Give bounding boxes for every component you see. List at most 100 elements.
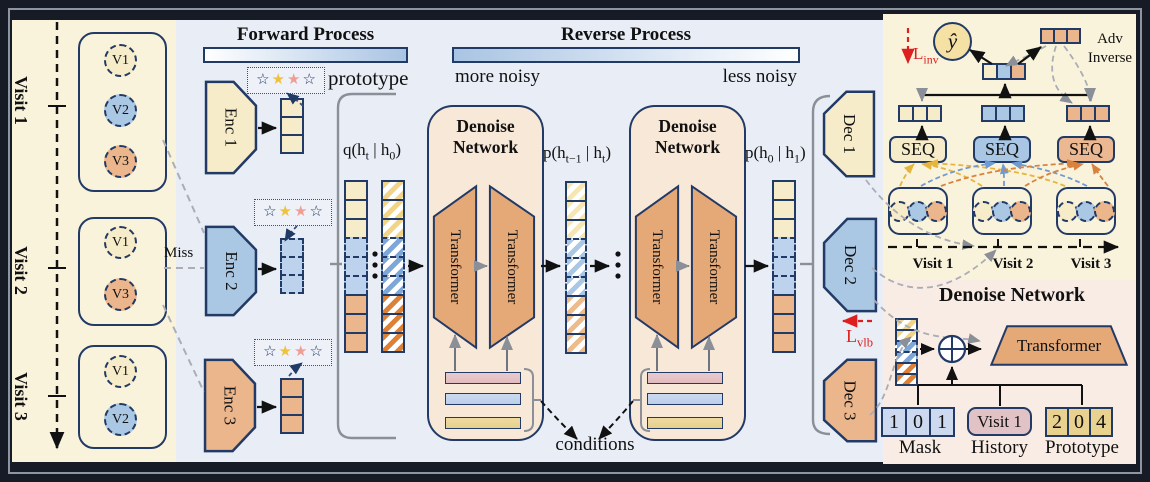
enc3-embedding-column bbox=[280, 378, 304, 434]
visit2-code-v3: V3 bbox=[104, 278, 137, 311]
transformer-2b: Transformer bbox=[691, 183, 737, 351]
enc1-embedding-column bbox=[280, 98, 304, 154]
p-intermediate-distribution-label: p(ht−1 | ht) bbox=[543, 143, 612, 166]
star-icon: ☆ bbox=[309, 344, 323, 360]
fused-representation-bar bbox=[982, 63, 1026, 80]
visit3-box: V1 V2 bbox=[78, 345, 167, 449]
seq-encoder-3: SEQ bbox=[1057, 136, 1115, 163]
transformer-1b: Transformer bbox=[489, 183, 535, 351]
prototype-cells: 2 0 4 bbox=[1045, 407, 1113, 437]
visit1-code-v2: V2 bbox=[104, 94, 137, 127]
reverse-noise-gradient-bar bbox=[452, 47, 800, 63]
ht-1-partially-denoised-column bbox=[565, 181, 587, 354]
transformer-2a: Transformer bbox=[635, 183, 679, 351]
star-icon: ★ bbox=[278, 344, 292, 360]
visit2-code-v1: V1 bbox=[104, 226, 137, 259]
condition-prototype-bar bbox=[445, 417, 521, 429]
decoder-3: Dec 3 bbox=[823, 358, 877, 443]
inv-loss-label: Linv bbox=[913, 44, 939, 67]
visit2-box: V1 V3 bbox=[78, 217, 167, 326]
condition-mask-bar bbox=[445, 393, 521, 405]
forward-noise-gradient-bar bbox=[203, 47, 408, 63]
seq-encoder-1: SEQ bbox=[889, 136, 947, 163]
visit3-codes-group bbox=[1056, 187, 1116, 235]
star-icon: ★ bbox=[294, 344, 308, 360]
visit1-code-v1: V1 bbox=[104, 44, 137, 77]
encoder-3: Enc 3 bbox=[204, 358, 256, 453]
code-circle bbox=[1010, 200, 1032, 222]
noise-level-labels: more noisy less noisy bbox=[455, 66, 797, 88]
visit2-seq-embedding-bar bbox=[981, 105, 1025, 122]
right-visit3-label: Visit 3 bbox=[1070, 256, 1112, 272]
conditions-label: conditions bbox=[555, 434, 635, 455]
visit2-codes-group bbox=[972, 187, 1032, 235]
visit1-axis-label: Visit 1 bbox=[10, 75, 31, 125]
condition-mask-bar bbox=[647, 393, 723, 405]
detail-panel-title: Denoise Network bbox=[938, 284, 1086, 306]
code-circle bbox=[1094, 200, 1116, 222]
prototype-label-detail: Prototype bbox=[1045, 437, 1119, 458]
code-circle bbox=[889, 200, 910, 222]
star-icon: ★ bbox=[287, 72, 301, 88]
history-chip: Visit 1 bbox=[967, 407, 1032, 436]
prototype-label: prototype bbox=[328, 66, 409, 90]
detail-transformer: Transformer bbox=[987, 325, 1131, 366]
predicted-label-circle: ŷ bbox=[933, 22, 972, 61]
h0-latent-column bbox=[344, 180, 368, 353]
visit2-axis-label: Visit 2 bbox=[10, 245, 31, 295]
more-noisy-label: more noisy bbox=[455, 66, 540, 87]
enc2-missing-embedding-column bbox=[280, 238, 304, 294]
code-circle bbox=[973, 200, 994, 222]
star-icon: ☆ bbox=[263, 344, 277, 360]
visit3-code-v1: V1 bbox=[104, 355, 137, 388]
star-icon: ☆ bbox=[263, 204, 277, 220]
patient-timeline-panel bbox=[12, 20, 176, 462]
figure-frame bbox=[8, 8, 1142, 474]
seq-encoder-2: SEQ bbox=[973, 136, 1031, 163]
prototype-stars-3: ☆★★☆ bbox=[254, 339, 332, 366]
star-icon: ★ bbox=[294, 204, 308, 220]
history-label: History bbox=[971, 437, 1028, 458]
mask-cells: 1 0 1 bbox=[881, 407, 955, 437]
visit3-seq-embedding-bar bbox=[1066, 105, 1110, 122]
prototype-stars-2: ☆★★☆ bbox=[254, 199, 332, 226]
code-circle bbox=[926, 200, 948, 222]
encoder-2: Enc 2 bbox=[205, 225, 257, 317]
visit3-code-v2: V2 bbox=[104, 403, 137, 436]
prototype-stars-1: ☆★★☆ bbox=[247, 67, 325, 94]
condition-prototype-bar bbox=[647, 417, 723, 429]
right-visit2-label: Visit 2 bbox=[992, 256, 1034, 272]
star-icon: ☆ bbox=[302, 72, 316, 88]
transformer-1a: Transformer bbox=[433, 183, 477, 351]
p-final-distribution-label: p(h0 | h1) bbox=[745, 143, 806, 166]
less-noisy-label: less noisy bbox=[722, 66, 797, 87]
code-circle bbox=[1075, 200, 1097, 222]
decoder-1: Dec 1 bbox=[823, 90, 875, 178]
code-circle bbox=[991, 200, 1013, 222]
vlb-loss-label: Lvlb bbox=[846, 326, 874, 350]
code-circle bbox=[1057, 200, 1078, 222]
decoder-2: Dec 2 bbox=[823, 217, 877, 313]
adv-inverse-bar bbox=[1040, 28, 1081, 44]
reverse-process-title: Reverse Process bbox=[561, 24, 691, 45]
encoder-1: Enc 1 bbox=[205, 80, 257, 175]
code-circle bbox=[907, 200, 929, 222]
star-icon: ☆ bbox=[309, 204, 323, 220]
star-icon: ★ bbox=[271, 72, 285, 88]
visit1-seq-embedding-bar bbox=[898, 105, 942, 122]
detail-noised-column bbox=[895, 318, 918, 386]
mask-label: Mask bbox=[898, 437, 942, 458]
h0-reconstructed-column bbox=[772, 180, 796, 353]
q-distribution-label: q(ht | h0) bbox=[343, 140, 402, 163]
visit3-axis-label: Visit 3 bbox=[10, 371, 31, 421]
star-icon: ★ bbox=[278, 204, 292, 220]
condition-history-bar bbox=[647, 372, 723, 384]
visit1-codes-group bbox=[888, 187, 948, 235]
visit1-box: V1 V2 V3 bbox=[78, 32, 167, 192]
star-icon: ☆ bbox=[256, 72, 270, 88]
miss-label: Miss bbox=[164, 245, 194, 261]
right-visit1-label: Visit 1 bbox=[912, 256, 954, 272]
forward-process-title: Forward Process bbox=[236, 24, 375, 45]
